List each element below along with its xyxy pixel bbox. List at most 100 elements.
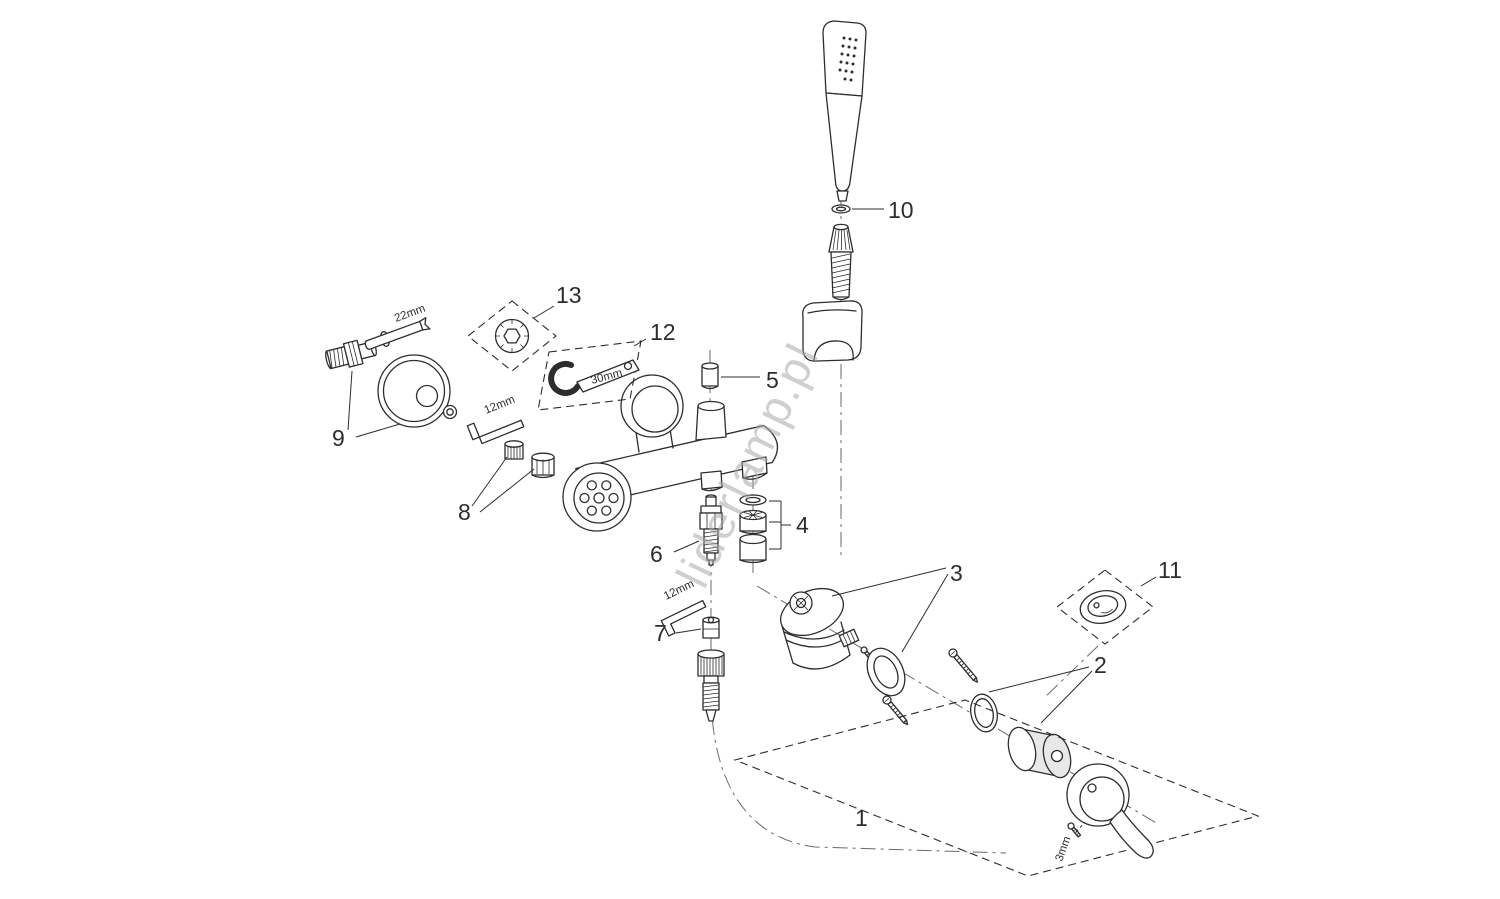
part-4-aerator-stack: 4: [739, 494, 809, 564]
part-label-1: 1: [855, 805, 868, 831]
upper-mount-flange: [620, 374, 684, 438]
nipple-top: [697, 649, 725, 659]
spanner-bar: [364, 320, 424, 350]
handle-dome-inner: [1079, 776, 1125, 822]
part-label-10: 10: [888, 197, 914, 223]
seal-inner: [835, 206, 847, 212]
lower-mount-flange-inner: [573, 472, 625, 524]
part-label-8: 8: [458, 499, 471, 525]
part-8-leader-b: [479, 468, 535, 513]
faucet-body: [562, 374, 779, 532]
part-13-leader: [533, 305, 555, 319]
dim-22mm: 22mm: [393, 303, 427, 325]
part-9-union-escutcheon: 22mm 9: [325, 303, 458, 451]
part-3-leader-a: [831, 567, 947, 597]
plug-13-hex-socket: [503, 328, 521, 344]
dim-3mm: 3mm: [1054, 835, 1074, 863]
nipple-tip: [705, 709, 717, 722]
bracket-body: [802, 300, 863, 362]
part-12-leader: [633, 338, 647, 347]
cone-nut-top: [833, 223, 849, 231]
dim-12mm-upper: 12mm: [483, 394, 517, 417]
valve-tip: [706, 552, 716, 566]
part-9-leader-a: [347, 370, 353, 431]
shower-head: [822, 20, 867, 97]
sleeve-open-face: [1007, 726, 1037, 772]
flat-spanner-22mm: [364, 316, 431, 350]
cartridge-band-lines: [783, 629, 847, 648]
shower-handle: [825, 92, 863, 192]
aerator-sleeve-top: [739, 533, 767, 545]
upper-mount-flange-inner: [631, 385, 679, 433]
hose-connection-nipple: [697, 649, 725, 722]
hex-key-upper: [466, 419, 525, 445]
part-label-7: 7: [654, 620, 667, 646]
adapter-top-hole: [707, 616, 715, 624]
cartridge-key-block: [838, 628, 860, 648]
part-label-3: 3: [950, 560, 963, 586]
check-valve-stub-arc: [701, 486, 723, 492]
plug-top: [701, 362, 719, 370]
nipple-neck: [703, 675, 719, 684]
union-hex-facets: [347, 341, 359, 366]
lever-handle: 3mm: [1054, 763, 1154, 863]
valve-hex-facets: [706, 513, 716, 529]
spray-nozzles: [838, 36, 858, 82]
part-label-9: 9: [332, 425, 345, 451]
part-12-kit-outline: [537, 340, 642, 411]
wrench-open-jaw: [548, 360, 581, 396]
part-11-kit-outline: [1056, 569, 1154, 645]
part-13-threaded-plug: 13: [467, 282, 582, 372]
set-screw: [1067, 822, 1082, 838]
upper-flange-neck: [635, 428, 674, 453]
s-union-fitting: [325, 339, 377, 370]
outlet-stub-arc: [742, 472, 768, 480]
nut-large-bottom-arc: [531, 474, 555, 479]
aerator-screen-bottom: [739, 530, 767, 535]
part-label-13: 13: [556, 282, 582, 308]
hose-cone-nut: [828, 223, 854, 253]
cone-nut-knurling: [832, 229, 851, 251]
nipple-thread-hatching: [702, 684, 720, 708]
part-7-adapter: 7: [654, 616, 720, 646]
part-6-leader: [673, 540, 700, 553]
nut-large-facets: [536, 459, 550, 475]
fixing-screw-2: [882, 695, 909, 726]
part-2-leader-b: [1040, 670, 1093, 724]
part-label-4: 4: [796, 512, 809, 538]
part-6-check-valve: 6: [650, 494, 723, 567]
o-ring-2: [970, 693, 998, 733]
cartridge-bottom-arc: [792, 654, 851, 670]
aerator-o-ring-inner: [745, 496, 761, 504]
sleeve-center-hole: [1050, 749, 1064, 763]
part-8-leader-a: [471, 456, 508, 507]
top-port-opening: [697, 400, 725, 412]
part-label-11: 11: [1158, 557, 1182, 583]
shower-hose-end: [830, 251, 852, 301]
part-5-plug: 5: [701, 362, 779, 393]
hose-spiral-hatching: [831, 253, 851, 294]
hose-bottom-arc: [832, 296, 850, 301]
bracket-clip-slot: [813, 340, 854, 361]
aerator-sleeve-bottom: [739, 559, 767, 564]
small-o-ring-9: [442, 404, 458, 420]
escutcheon-outer: [377, 354, 451, 428]
part-1-outline: [733, 699, 1260, 877]
escutcheon-rim: [382, 359, 446, 423]
part-7-leader: [675, 628, 702, 634]
fixing-screw-1: [948, 648, 979, 683]
center-lines: [709, 196, 1159, 854]
set-screw-hint-line: [1075, 821, 1086, 833]
seal-outer: [831, 204, 851, 214]
part-4-bracket: [769, 500, 791, 550]
aerator-o-ring: [739, 494, 767, 506]
small-o-ring-9-inner: [446, 408, 454, 416]
dim-30mm: 30mm: [590, 367, 624, 387]
part-label-2: 2: [1094, 652, 1107, 678]
part-3-leader-b: [901, 573, 949, 653]
hex-key-lower: [660, 599, 707, 637]
retaining-ring: [866, 647, 906, 697]
plug-13-knurl-ticks: [495, 319, 529, 353]
